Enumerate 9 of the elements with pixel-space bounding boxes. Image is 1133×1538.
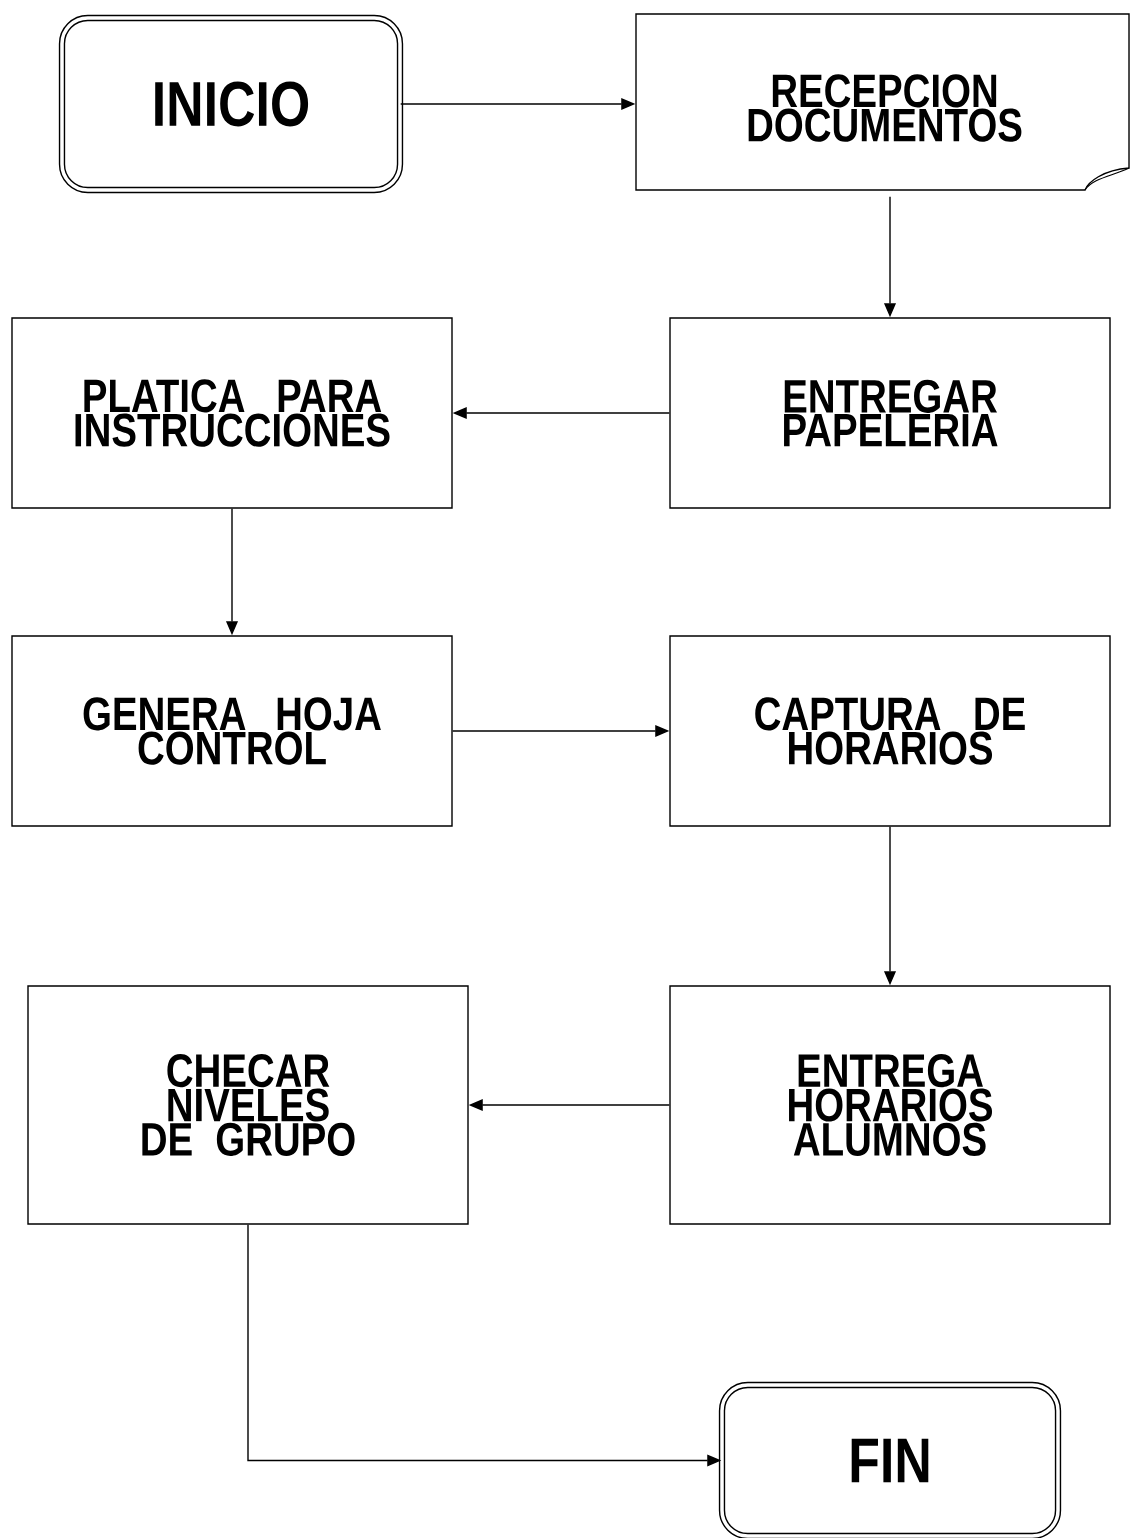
terminal-box: FIN	[718, 1381, 1062, 1538]
document-box: RECEPCION DOCUMENTOS	[635, 13, 1130, 191]
process-box: CHECAR NIVELES DE GRUPO	[27, 985, 469, 1225]
terminal-box: INICIO	[58, 14, 404, 194]
process-box: GENERA HOJA CONTROL	[11, 635, 453, 827]
process-box: ENTREGAR PAPELERIA	[669, 317, 1111, 509]
process-box: PLATICA PARA INSTRUCCIONES	[11, 317, 453, 509]
process-box: CAPTURA DE HORARIOS	[669, 635, 1111, 827]
process-box: ENTREGA HORARIOS ALUMNOS	[669, 985, 1111, 1225]
